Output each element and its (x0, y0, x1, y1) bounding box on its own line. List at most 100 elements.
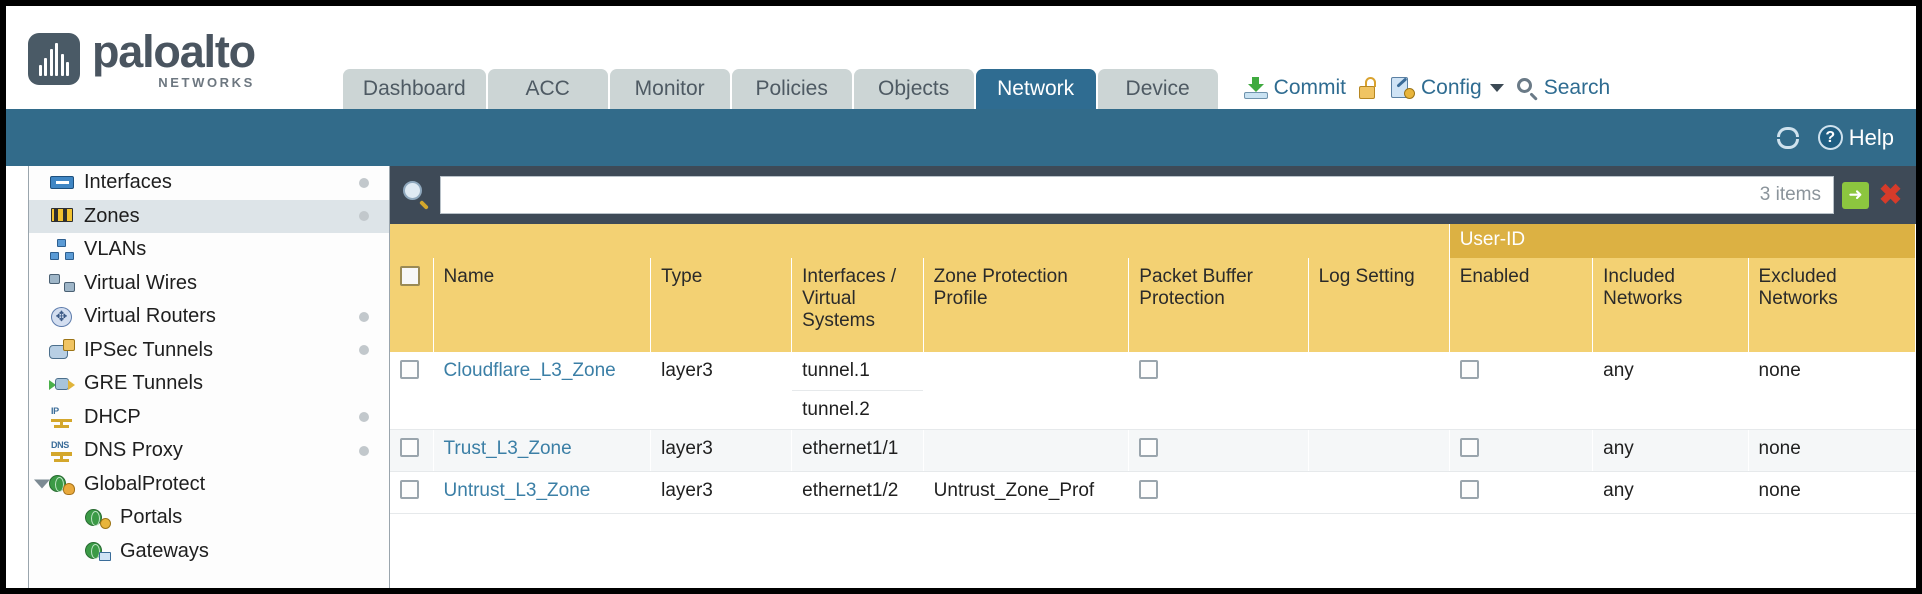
packet-buffer-protection-checkbox[interactable] (1139, 480, 1159, 499)
sidebar-item-zones[interactable]: Zones (29, 199, 389, 233)
row-checkbox[interactable] (400, 360, 419, 379)
tab-acc[interactable]: ACC (487, 69, 608, 109)
user-id-enabled-checkbox[interactable] (1459, 360, 1479, 379)
column-header-included-networks[interactable]: Included Networks (1592, 258, 1749, 352)
packet-buffer-protection-checkbox[interactable] (1139, 360, 1159, 379)
zones-panel: 3 items ✖ (390, 166, 1916, 588)
packet-buffer-protection-checkbox[interactable] (1139, 438, 1159, 457)
tab-monitor[interactable]: Monitor (609, 69, 730, 109)
vlans-icon (49, 238, 75, 261)
filter-bar: 3 items ✖ (390, 166, 1916, 224)
cell-user-id-enabled[interactable] (1449, 429, 1594, 472)
sidebar-item-interfaces[interactable]: Interfaces (29, 166, 389, 200)
row-select-cell[interactable] (390, 471, 434, 514)
cell-log-setting (1308, 429, 1450, 472)
dhcp-icon-tag: IP (51, 406, 59, 417)
cell-name[interactable]: Untrust_L3_Zone (433, 471, 652, 514)
search-button[interactable]: Search (1516, 76, 1610, 102)
cell-user-id-enabled[interactable] (1449, 471, 1594, 514)
dns-proxy-icon: DNS (49, 440, 75, 462)
refresh-icon[interactable] (1776, 126, 1802, 150)
sidebar-item-label: Portals (120, 506, 183, 529)
column-header-name[interactable]: Name (433, 258, 652, 352)
status-dot (359, 311, 369, 322)
sidebar-item-dhcp[interactable]: IP DHCP (29, 401, 389, 435)
tab-network[interactable]: Network (975, 69, 1096, 109)
config-icon (1391, 77, 1415, 99)
cell-interfaces: ethernet1/2 (791, 471, 924, 514)
tab-objects[interactable]: Objects (853, 69, 974, 109)
row-checkbox[interactable] (400, 480, 419, 499)
column-header-zone-protection-profile[interactable]: Zone Protection Profile (923, 258, 1130, 352)
zone-link[interactable]: Untrust_L3_Zone (443, 480, 591, 501)
sidebar-item-portals[interactable]: Portals (29, 501, 389, 535)
brand-tagline: NETWORKS (158, 75, 255, 90)
column-header-interfaces[interactable]: Interfaces / Virtual Systems (791, 258, 924, 352)
select-all-header[interactable] (390, 258, 434, 352)
config-label: Config (1421, 76, 1482, 99)
row-select-cell[interactable] (390, 352, 434, 430)
tab-policies[interactable]: Policies (731, 69, 852, 109)
sidebar-item-gre-tunnels[interactable]: GRE Tunnels (29, 367, 389, 401)
cell-excluded-networks: none (1748, 471, 1916, 514)
cell-log-setting (1308, 471, 1450, 514)
virtual-wires-icon (49, 272, 75, 294)
sidebar-item-gateways[interactable]: Gateways (29, 535, 389, 569)
zone-link[interactable]: Trust_L3_Zone (443, 438, 572, 459)
sidebar-item-ipsec-tunnels[interactable]: IPSec Tunnels (29, 334, 389, 368)
cell-excluded-networks: none (1748, 429, 1916, 472)
status-dot (359, 412, 369, 423)
column-header-enabled[interactable]: Enabled (1449, 258, 1594, 352)
zone-link[interactable]: Cloudflare_L3_Zone (443, 360, 616, 381)
clear-filter-icon[interactable]: ✖ (1878, 178, 1903, 210)
config-menu[interactable]: Config (1391, 76, 1504, 100)
column-header-log-setting[interactable]: Log Setting (1308, 258, 1450, 352)
column-header-packet-buffer-protection[interactable]: Packet Buffer Protection (1128, 258, 1309, 352)
interface-item: ethernet1/2 (802, 480, 899, 501)
row-checkbox[interactable] (400, 438, 419, 457)
column-header-excluded-networks[interactable]: Excluded Networks (1748, 258, 1916, 352)
table-row[interactable]: Cloudflare_L3_Zone layer3 tunnel.1 tunne… (390, 352, 1916, 430)
cell-user-id-enabled[interactable] (1449, 352, 1594, 430)
sidebar-item-virtual-routers[interactable]: Virtual Routers (29, 300, 389, 334)
group-header-user-id: User-ID (1449, 224, 1916, 258)
sidebar-item-vlans[interactable]: VLANs (29, 233, 389, 267)
cell-type: layer3 (650, 352, 793, 430)
cell-included-networks: any (1592, 429, 1749, 472)
user-id-enabled-checkbox[interactable] (1459, 480, 1479, 499)
group-header-spacer (390, 224, 1450, 258)
search-icon[interactable] (402, 180, 432, 210)
apply-filter-icon[interactable] (1842, 181, 1869, 209)
sidebar-item-label: VLANs (84, 238, 147, 261)
interface-item: tunnel.1 (792, 352, 923, 391)
cell-packet-buffer-protection[interactable] (1128, 429, 1309, 472)
chevron-down-icon[interactable] (34, 479, 50, 489)
table-row[interactable]: Untrust_L3_Zone layer3 ethernet1/2 Untru… (390, 471, 1916, 514)
cell-name[interactable]: Trust_L3_Zone (433, 429, 652, 472)
status-dot (359, 211, 369, 222)
cell-packet-buffer-protection[interactable] (1128, 352, 1309, 430)
secondary-toolbar: ? Help (6, 109, 1916, 166)
search-icon (1516, 77, 1538, 102)
cell-packet-buffer-protection[interactable] (1128, 471, 1309, 514)
user-id-enabled-checkbox[interactable] (1459, 438, 1479, 457)
tab-dashboard[interactable]: Dashboard (342, 69, 486, 109)
column-header-type[interactable]: Type (650, 258, 793, 352)
row-select-cell[interactable] (390, 429, 434, 472)
sidebar-item-dns-proxy[interactable]: DNS DNS Proxy (29, 434, 389, 468)
table-row[interactable]: Trust_L3_Zone layer3 ethernet1/1 any non… (390, 429, 1916, 472)
lock-icon[interactable] (1359, 77, 1378, 99)
top-actions: Commit Config Search (1243, 76, 1610, 109)
select-all-checkbox[interactable] (400, 266, 420, 286)
commit-label: Commit (1273, 76, 1346, 99)
sidebar-item-virtual-wires[interactable]: Virtual Wires (29, 267, 389, 301)
cell-included-networks: any (1592, 352, 1749, 430)
sidebar-item-globalprotect[interactable]: GlobalProtect (29, 468, 389, 502)
cell-included-networks: any (1592, 471, 1749, 514)
commit-button[interactable]: Commit (1243, 76, 1346, 100)
cell-name[interactable]: Cloudflare_L3_Zone (433, 352, 652, 430)
search-input[interactable]: 3 items (440, 176, 1834, 214)
help-button[interactable]: ? Help (1817, 125, 1894, 151)
sidebar-item-label: Virtual Wires (84, 271, 197, 294)
tab-device[interactable]: Device (1097, 69, 1218, 109)
